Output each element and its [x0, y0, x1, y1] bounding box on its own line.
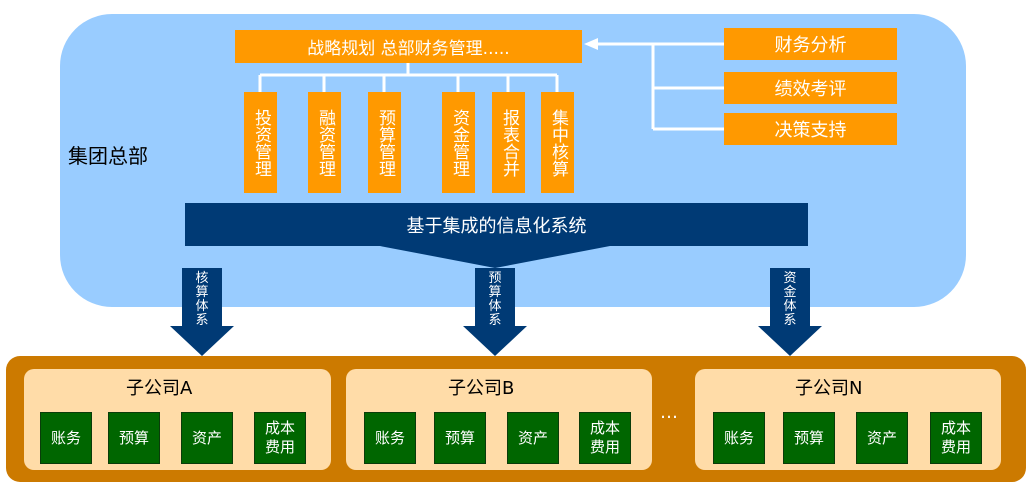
- module-cost-expense: 成本费用: [579, 412, 631, 464]
- fund-arrow-icon: [758, 268, 822, 356]
- centralized-accounting-box: 集中核算: [541, 92, 574, 193]
- performance-evaluation-box: 绩效考评: [724, 72, 897, 104]
- module-accounts: 账务: [364, 412, 416, 464]
- financial-analysis-box: 财务分析: [724, 28, 897, 60]
- accounting-system-label: 核算体系: [195, 271, 209, 328]
- subsidiary-n-panel: 子公司N 账务 预算 资产 成本费用: [695, 369, 1001, 470]
- module-assets: 资产: [507, 412, 559, 464]
- subsidiary-b-title: 子公司B: [448, 378, 515, 399]
- decision-support-box: 决策支持: [724, 113, 897, 145]
- module-cost-expense: 成本费用: [930, 412, 982, 464]
- accounting-arrow-icon: [170, 268, 234, 356]
- subsidiary-a-title: 子公司A: [126, 378, 193, 399]
- subsidiary-n-title: 子公司N: [795, 378, 863, 399]
- budget-arrow-icon: [463, 268, 527, 356]
- module-cost-expense: 成本费用: [254, 412, 306, 464]
- headquarters-label: 集团总部: [68, 144, 148, 168]
- investment-management-box: 投资管理: [244, 92, 277, 193]
- strategy-box: 战略规划 总部财务管理.....: [235, 30, 582, 63]
- module-budget: 预算: [783, 412, 835, 464]
- fund-system-label: 资金体系: [783, 271, 797, 328]
- report-consolidation-box: 报表合并: [492, 92, 525, 193]
- budget-system-label: 预算体系: [488, 271, 502, 328]
- module-budget: 预算: [108, 412, 160, 464]
- module-assets: 资产: [856, 412, 908, 464]
- module-accounts: 账务: [713, 412, 765, 464]
- fund-management-box: 资金管理: [442, 92, 475, 193]
- integrated-platform-banner: 基于集成的信息化系统: [185, 203, 808, 246]
- module-budget: 预算: [434, 412, 486, 464]
- financing-management-box: 融资管理: [308, 92, 341, 193]
- more-subsidiaries-ellipsis: …: [660, 402, 678, 423]
- module-accounts: 账务: [40, 412, 92, 464]
- subsidiary-a-panel: 子公司A 账务 预算 资产 成本费用: [24, 369, 331, 470]
- module-assets: 资产: [181, 412, 233, 464]
- subsidiary-b-panel: 子公司B 账务 预算 资产 成本费用: [346, 369, 652, 470]
- budget-management-box: 预算管理: [368, 92, 401, 193]
